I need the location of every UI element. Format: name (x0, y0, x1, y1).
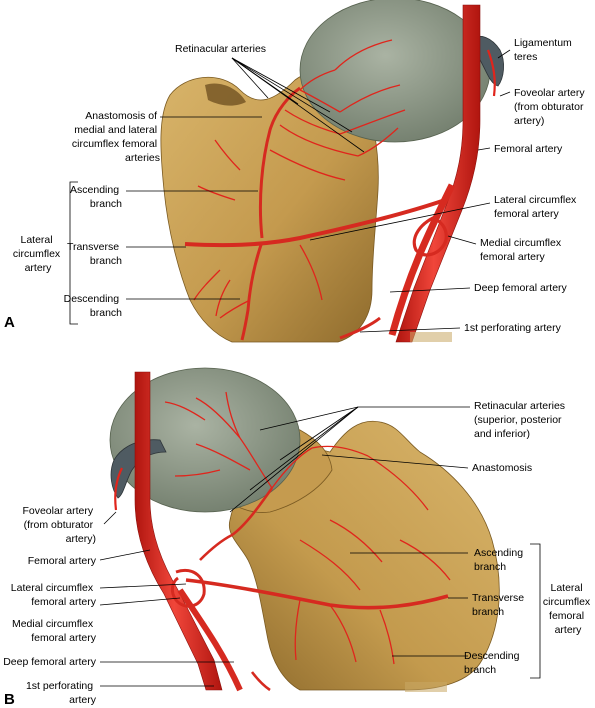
label-medial-circumflex-a: Medial circumflex femoral artery (480, 237, 564, 263)
panel-letter-b: B (4, 691, 15, 708)
label-femoral-artery-a: Femoral artery (494, 143, 563, 155)
label-transverse-branch-a: Transverse branch (67, 241, 122, 267)
panel-b: Retinacular arteries (superior, posterio… (3, 367, 593, 708)
label-foveolar-artery-b: Foveolar artery (from obturator artery) (22, 505, 96, 545)
medial-circumflex-loop-a (412, 213, 448, 257)
trochanteric-fossa-a (205, 83, 246, 106)
artist-signature-b (405, 682, 447, 692)
label-transverse-branch-b: Transverse branch (472, 592, 527, 618)
label-perforating-b: 1st perforating artery (26, 680, 97, 706)
label-anastomosis-a: Anastomosis of medial and lateral circum… (72, 110, 160, 164)
femoral-head-cartilage-a (299, 0, 491, 143)
label-ligamentum-teres-a: Ligamentum teres (514, 37, 575, 63)
medial-circumflex-loop-b (170, 569, 206, 608)
femoral-artery-b (134, 371, 223, 691)
label-femoral-artery-b: Femoral artery (28, 555, 97, 567)
label-descending-branch-b: Descending branch (464, 650, 522, 676)
label-retinacular-arteries-b: Retinacular arteries (superior, posterio… (474, 400, 568, 440)
foveolar-artery-b (114, 467, 123, 511)
lateral-circumflex-trunk-a (184, 198, 446, 248)
deep-femoral-artery-b (177, 588, 243, 692)
label-anastomosis-b: Anastomosis (472, 462, 532, 474)
label-foveolar-artery-a: Foveolar artery (from obturator artery) (514, 87, 588, 127)
label-ascending-branch-a: Ascending branch (70, 184, 122, 210)
foveolar-artery-a (486, 49, 496, 97)
lateral-circumflex-trunk-b (185, 578, 449, 610)
leader-lines-b (99, 406, 541, 687)
label-ascending-branch-b: Ascending branch (474, 547, 526, 573)
label-deep-femoral-b: Deep femoral artery (3, 656, 97, 668)
label-descending-branch-a: Descending branch (64, 293, 123, 319)
label-lateral-circumflex-b: Lateral circumflex femoral artery (11, 582, 97, 608)
perforating-artery-a (339, 316, 381, 340)
leader-lines-a (69, 49, 511, 333)
label-lateral-circumflex-group-b: Lateral circumflex femoral artery (543, 582, 593, 636)
label-retinacular-arteries-a: Retinacular arteries (175, 43, 266, 55)
retinacular-branches-b (164, 391, 451, 665)
label-lateral-circumflex-group-a: Lateral circumflex artery (13, 234, 63, 274)
panel-letter-a: A (4, 314, 15, 331)
medial-circumflex-ascending-b (199, 487, 274, 561)
label-medial-circumflex-b: Medial circumflex femoral artery (12, 618, 97, 644)
label-deep-femoral-a: Deep femoral artery (474, 282, 568, 294)
label-lateral-circumflex-a: Lateral circumflex femoral artery (494, 194, 579, 220)
label-perforating-a: 1st perforating artery (464, 322, 562, 334)
artist-signature-a (410, 332, 452, 342)
femoral-head-cartilage-b (109, 367, 301, 513)
panel-a: Retinacular arteries Anastomosis of medi… (4, 0, 588, 343)
descending-branch-a (240, 241, 264, 341)
retinacular-branches-a (193, 39, 406, 319)
perforating-artery-b (250, 671, 271, 692)
